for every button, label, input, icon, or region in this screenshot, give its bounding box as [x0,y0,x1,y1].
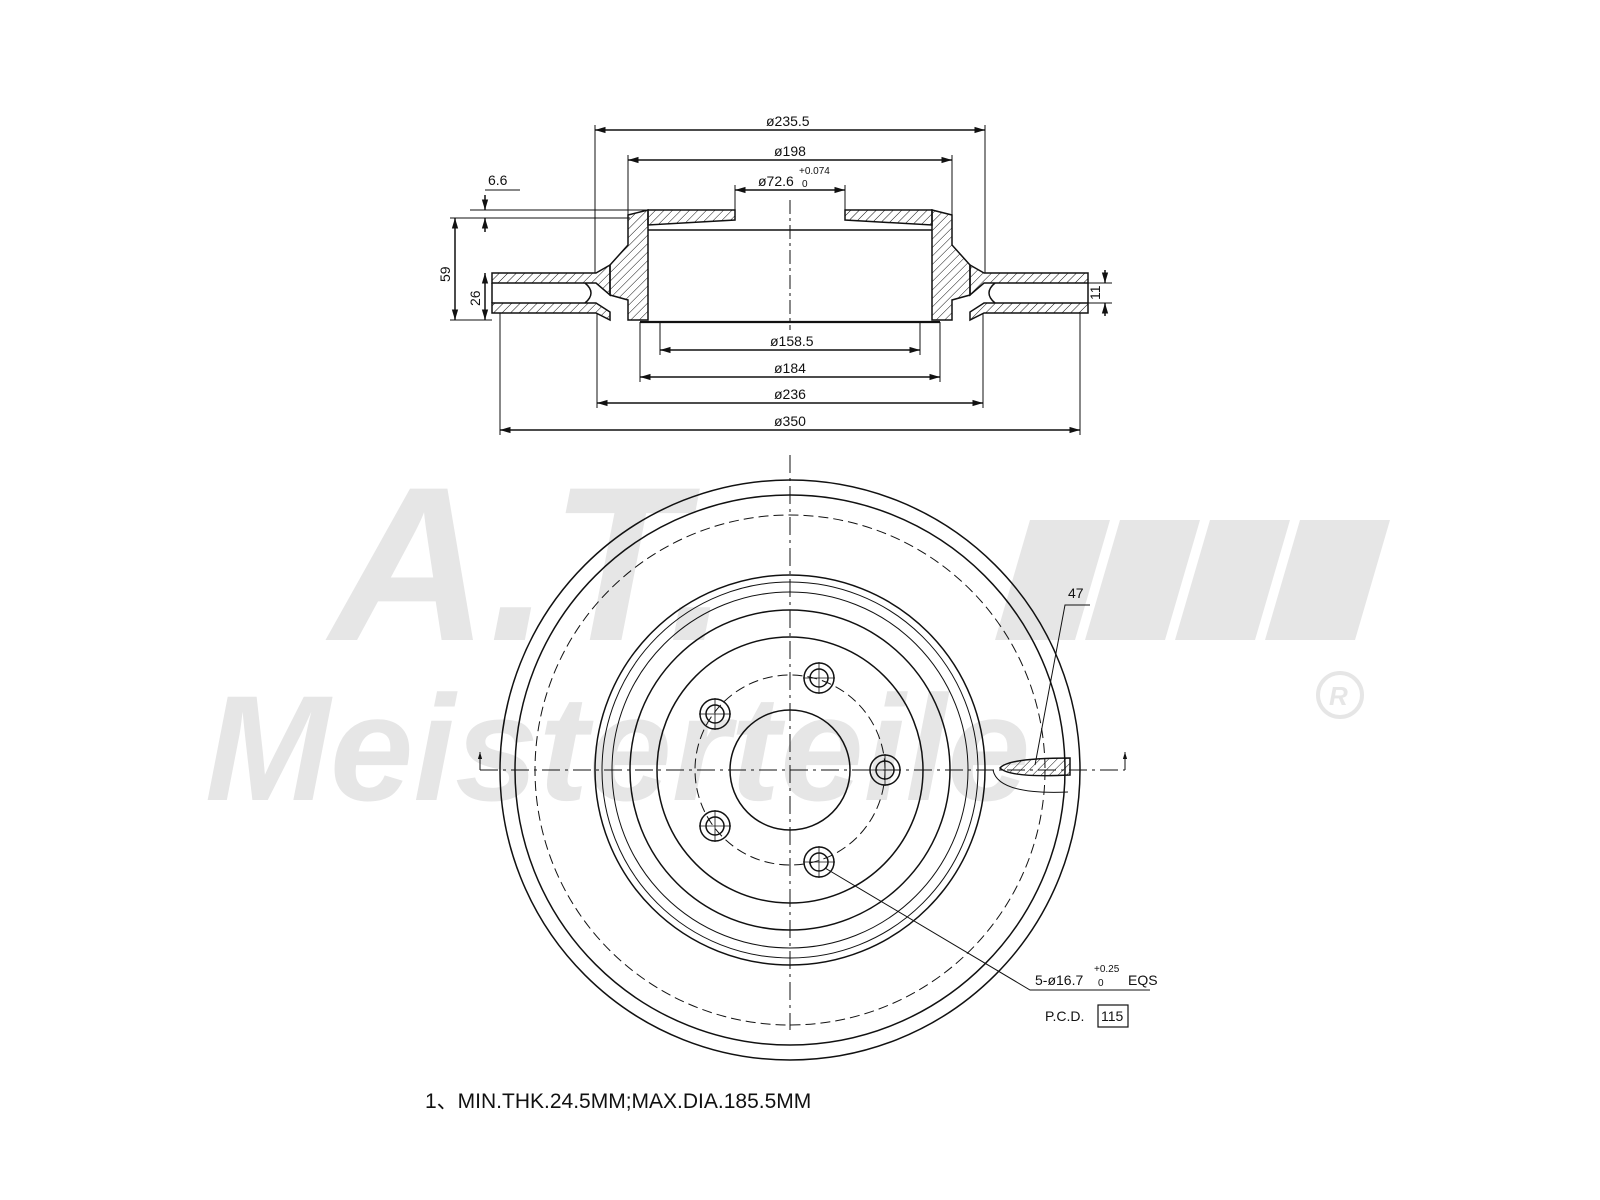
slot-arc [992,769,1069,793]
right-top-plate [969,263,1089,297]
label-pcd: P.C.D. [1045,1008,1084,1024]
label-d-72-tol-up: +0.074 [799,166,830,177]
label-holes-suffix: EQS [1128,972,1158,988]
left-hat-top [647,209,736,226]
label-d-72-tol-low: 0 [802,179,808,190]
front-view [477,455,1150,1061]
spec-note: 1、MIN.THK.24.5MM;MAX.DIA.185.5MM [425,1090,811,1113]
label-d-235: ø235.5 [766,113,810,129]
left-bottom-plate [491,302,611,322]
left-vent [584,282,592,304]
registered-letter: R [1329,681,1348,711]
watermark-initials: A.T. [325,441,729,687]
label-pcd-value: 115 [1101,1008,1124,1024]
pcd-box [1097,1004,1129,1028]
section-dim-labels: ø235.5 ø198 ø72.6 +0.074 0 6.6 59 26 11 … [437,113,1103,429]
watermark-stripes [995,520,1390,640]
label-d-158: ø158.5 [770,333,814,349]
watermark: A.T. Meisterteile R [205,441,1390,832]
bolt-hole [699,698,731,730]
leader-slot [1034,604,1090,766]
bolt-hole [803,662,835,694]
label-d-72: ø72.6 [758,173,794,189]
label-slot: 47 [1068,585,1084,601]
bolt-holes [699,662,901,878]
left-top-plate [491,263,611,297]
right-hat-top [844,209,933,226]
wear-slot [998,757,1071,777]
label-d-236: ø236 [774,386,806,402]
label-d-350: ø350 [774,413,806,429]
right-bottom-plate [969,302,1089,322]
label-holes-tol-up: +0.25 [1094,964,1120,975]
watermark-brand: Meisterteile [205,664,1030,832]
section-view [450,125,1112,435]
right-hat-wall [931,209,971,321]
front-view-labels: 47 5-ø16.7 +0.25 0 EQS P.C.D. 115 [1035,585,1158,1024]
bolt-hole [869,754,901,786]
label-offset: 6.6 [488,172,508,188]
left-hat-wall [609,209,649,321]
label-height: 59 [437,266,453,282]
label-thickness: 26 [467,290,483,306]
registered-mark [1316,671,1364,719]
label-holes: 5-ø16.7 [1035,972,1083,988]
bolt-hole [803,846,835,878]
label-vent-gap: 11 [1087,285,1103,300]
label-d-184: ø184 [774,360,806,376]
leader-holes [824,867,1150,991]
label-d-198: ø198 [774,143,806,159]
label-holes-tol-low: 0 [1098,978,1104,989]
right-vent [988,282,996,304]
bolt-hole [699,810,731,842]
